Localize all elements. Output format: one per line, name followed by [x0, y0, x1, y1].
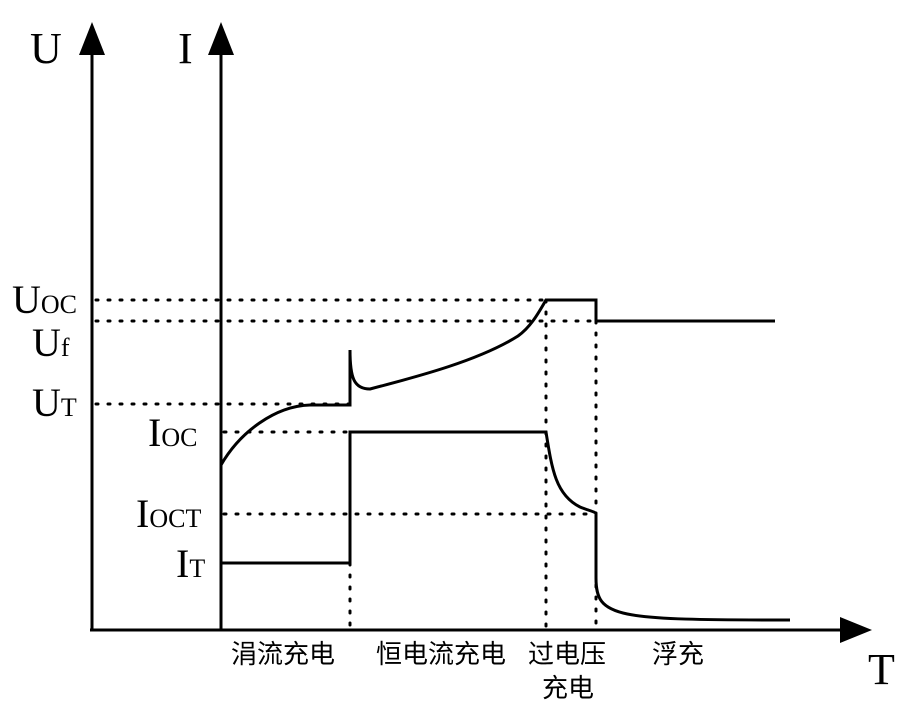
t-axis-label: T [868, 645, 895, 694]
u-t-label: UT [32, 380, 77, 425]
voltage-curve [219, 298, 775, 466]
current-curve [221, 430, 791, 622]
stage-trickle-label: 涓流充电 [231, 640, 335, 670]
i-axis-label: I [178, 24, 193, 73]
stage-constant-current-label: 恒电流充电 [376, 640, 506, 670]
dotted-guides [94, 298, 598, 629]
u-oc-label: UOC [12, 277, 77, 322]
i-t-label: IT [176, 541, 205, 586]
i-axis-arrowhead [208, 22, 234, 55]
t-axis-arrowhead [840, 617, 872, 643]
stage-float-label: 浮充 [652, 640, 704, 670]
u-axis-label: U [30, 24, 62, 73]
axis-arrowheads [79, 22, 872, 643]
u-axis-arrowhead [79, 22, 105, 55]
i-oc-label: IOC [148, 410, 197, 455]
stage-overvoltage-label-line1: 过电压 [528, 640, 606, 670]
stage-overvoltage-label-line2: 充电 [542, 674, 594, 704]
i-oct-label: IOCT [136, 491, 201, 536]
u-f-label: Uf [32, 320, 70, 365]
axes [90, 48, 848, 632]
